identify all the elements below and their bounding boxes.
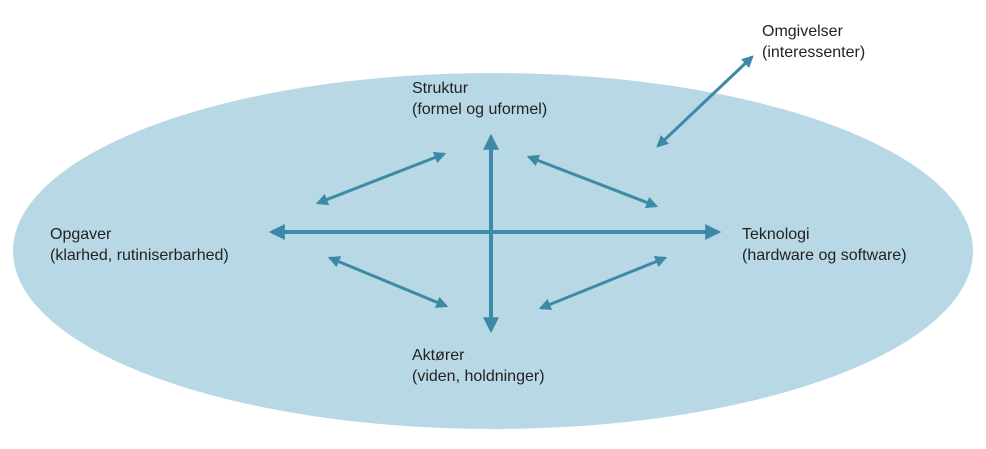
omgivelser-arrow bbox=[656, 55, 754, 148]
opgaver-subtitle: (klarhed, rutiniserbarhed) bbox=[50, 247, 229, 264]
diagonal-arrow-lower-right bbox=[538, 256, 668, 310]
diagonal-arrow-upper-right bbox=[526, 154, 659, 209]
omgivelser-subtitle: (interessenter) bbox=[762, 44, 866, 61]
aktorer-subtitle: (viden, holdninger) bbox=[412, 368, 545, 385]
aktorer-node: Aktører (viden, holdninger) bbox=[412, 345, 545, 387]
omgivelser-node: Omgivelser (interessenter) bbox=[762, 21, 865, 63]
aktorer-title: Aktører bbox=[412, 347, 465, 364]
diagonal-arrow-lower-left bbox=[327, 256, 449, 308]
diagonal-arrow-upper-left bbox=[315, 151, 447, 206]
teknologi-title: Teknologi bbox=[742, 226, 810, 243]
struktur-node: Struktur (formel og uformel) bbox=[412, 78, 547, 120]
struktur-subtitle: (formel og uformel) bbox=[412, 101, 548, 118]
opgaver-node: Opgaver (klarhed, rutiniserbarhed) bbox=[50, 224, 229, 266]
teknologi-node: Teknologi (hardware og software) bbox=[742, 224, 907, 266]
omgivelser-title: Omgivelser bbox=[762, 23, 843, 40]
teknologi-subtitle: (hardware og software) bbox=[742, 247, 907, 264]
struktur-title: Struktur bbox=[412, 80, 469, 97]
opgaver-title: Opgaver bbox=[50, 226, 112, 243]
